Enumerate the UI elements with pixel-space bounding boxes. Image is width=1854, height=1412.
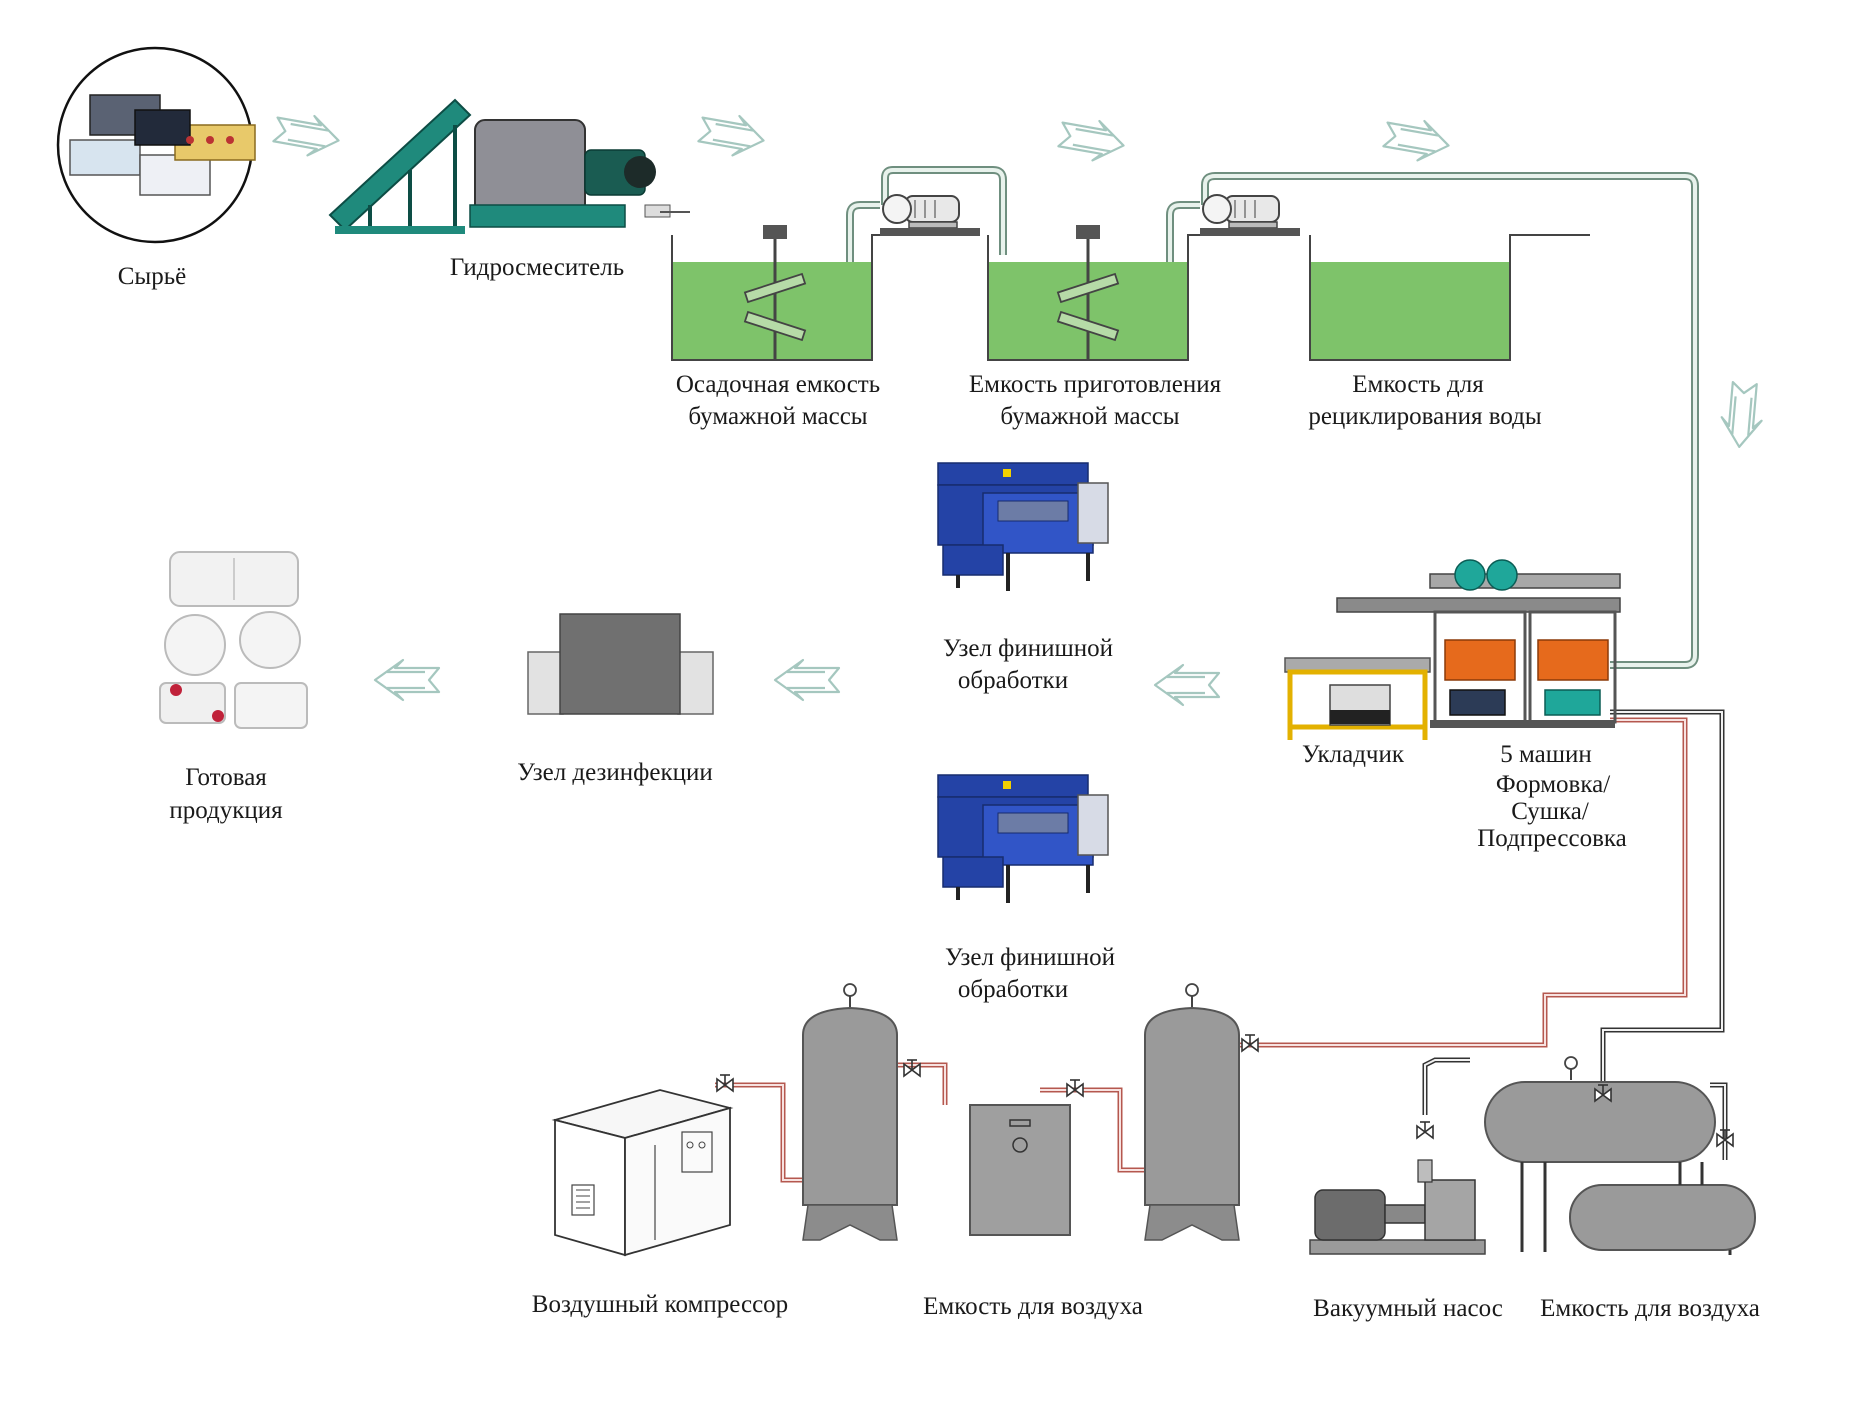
air-compressor-label: Воздушный компрессор (532, 1291, 788, 1318)
air-dryer-icon (969, 1104, 1071, 1236)
finish-unit-bottom-label-2: обработки (958, 976, 1068, 1003)
flow-arrow-icon (695, 108, 769, 162)
pressure-gauge-icon (1185, 983, 1199, 1008)
pump-base (1200, 228, 1300, 236)
air-dryer: Емкость для воздуха (923, 1079, 1143, 1320)
settling-tank: Осадочная емкость бумажной массы (671, 223, 950, 430)
pump-icon (1202, 194, 1280, 229)
air-tank-2 (1144, 983, 1259, 1241)
pressure-gauge-icon (1564, 1056, 1578, 1081)
pump-base (880, 228, 980, 236)
air-tank-1 (802, 983, 921, 1241)
air-compressor-node: Воздушный компрессор (532, 1074, 788, 1318)
settling-tank-label-1: Осадочная емкость (676, 371, 880, 398)
water-fill (672, 262, 872, 360)
recycle-tank: Емкость для рециклирования воды (1308, 234, 1590, 430)
raw-material-node: Сырьё (56, 46, 256, 290)
raw-material-icon (69, 94, 256, 196)
finished-label-1: Готовая (185, 764, 267, 791)
pressure-gauge-icon (843, 983, 857, 1008)
recycle-tank-label-1: Емкость для (1352, 371, 1484, 398)
flow-arrow-icon (270, 108, 344, 162)
vacuum-pump-icon (1309, 1159, 1486, 1255)
conveyor-icon (328, 98, 472, 234)
air-compressor-icon (551, 1089, 734, 1257)
valve-icon (1241, 1034, 1259, 1052)
pulp-tank-label-1: Емкость приготовления (969, 371, 1222, 398)
air-tank-vessel (1144, 1006, 1240, 1206)
vacuum-tanks-node: Емкость для воздуха (1484, 1056, 1760, 1322)
finish-unit-top-label-2: обработки (958, 667, 1068, 694)
disinfection-node: Узел дезинфекции (517, 613, 714, 786)
products-icon (159, 551, 308, 729)
pulp-tank: Емкость приготовления бумажной массы (969, 223, 1270, 430)
valve-icon (716, 1074, 734, 1092)
machines-label-2: Формовка/ (1496, 771, 1610, 798)
flow-arrow-icon (1380, 113, 1454, 167)
water-pipes (846, 166, 1699, 669)
flow-arrow-icon (773, 658, 841, 702)
finish-machine-icon (936, 461, 1110, 593)
forming-machines-node: 5 машин Формовка/ Сушка/ Подпрессовка (1336, 559, 1627, 852)
disinfection-left-panel (527, 651, 564, 715)
stacker-icon (1284, 657, 1431, 740)
recycle-tank-label-2: рециклирования воды (1308, 403, 1542, 430)
finish-unit-top-label-1: Узел финишной (943, 635, 1113, 662)
finished-products-node: Готовая продукция (159, 551, 308, 824)
flow-arrow-icon (373, 658, 441, 702)
air-tank-mid-label: Емкость для воздуха (923, 1293, 1143, 1320)
machines-label-1: 5 машин (1500, 741, 1592, 768)
machines-label-3: Сушка/ (1511, 798, 1589, 825)
finish-unit-top: Узел финишной обработки (936, 461, 1113, 694)
valve-icon (1066, 1079, 1084, 1097)
finish-unit-bottom: Узел финишной обработки (936, 773, 1115, 1003)
air-tank-right-label: Емкость для воздуха (1540, 1295, 1760, 1322)
mixer-tank-icon (469, 119, 690, 228)
pulp-tank-label-2: бумажной массы (1000, 403, 1179, 430)
finish-unit-bottom-label-1: Узел финишной (945, 944, 1115, 971)
valve-icon (1416, 1121, 1434, 1139)
vacuum-tank-lower (1569, 1184, 1756, 1251)
stacker-node: Укладчик (1284, 657, 1431, 768)
vacuum-pump-node: Вакуумный насос (1309, 1121, 1503, 1322)
valve-icon (903, 1059, 921, 1077)
pump-icon (882, 194, 960, 229)
water-fill (1310, 262, 1510, 360)
disinfection-right-panel (677, 651, 714, 715)
disinfection-chamber-icon (559, 613, 681, 715)
flow-arrow-icon (1055, 113, 1129, 167)
finished-label-2: продукция (169, 797, 283, 824)
forming-machine-icon (1336, 559, 1621, 728)
air-tank-vessel (802, 1006, 898, 1206)
stacker-label: Укладчик (1302, 741, 1405, 768)
vacuum-tank-upper (1484, 1081, 1716, 1163)
vacuum-pump-label: Вакуумный насос (1313, 1295, 1503, 1322)
machines-label-4: Подпрессовка (1477, 825, 1627, 852)
flow-arrow-icon (1153, 663, 1221, 707)
hydro-mixer-node: Гидросмеситель (328, 98, 690, 281)
hydro-mixer-label: Гидросмеситель (450, 254, 624, 281)
flow-arrow-icon (1718, 380, 1766, 450)
settling-tank-label-2: бумажной массы (688, 403, 867, 430)
raw-material-label: Сырьё (118, 263, 186, 290)
finish-machine-icon (936, 773, 1110, 905)
disinfection-label: Узел дезинфекции (517, 759, 713, 786)
